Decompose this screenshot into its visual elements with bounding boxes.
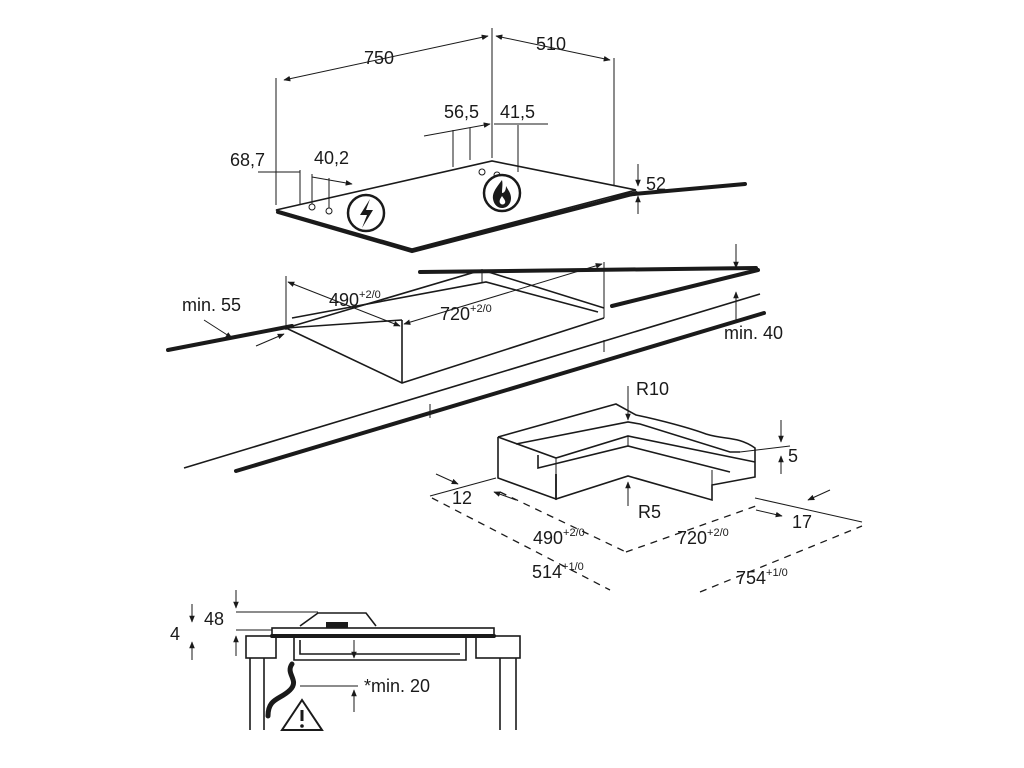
dim-step-depth: 5 xyxy=(788,446,798,466)
dim-inner-depth: 490+2/0 xyxy=(533,527,585,548)
electric-lightning-icon xyxy=(346,193,386,233)
dim-outer-depth: 514+1/0 xyxy=(532,561,584,582)
hob-top-view: 750 510 68,7 40,2 56,5 41,5 52 xyxy=(230,28,747,254)
gas-flame-icon xyxy=(482,173,522,213)
dim-inner-width: 720+2/0 xyxy=(677,527,729,548)
worktop-cutout-view: min. 55 490+2/0 720+2/0 min. 40 xyxy=(166,244,783,473)
dim-total-height: 48 xyxy=(204,609,224,629)
dim-min-side: min. 40 xyxy=(724,323,783,343)
dim-cutout-depth: 490+2/0 xyxy=(329,289,381,310)
dim-width-750: 750 xyxy=(364,48,394,68)
corner-rebate-detail: R10 R5 5 12 17 490+2/0 720+2/0 514+1/0 7… xyxy=(429,379,863,593)
dim-knob-offset-right: 56,5 xyxy=(444,102,479,122)
dim-min-front: min. 55 xyxy=(182,295,241,315)
knob-dot xyxy=(478,168,486,176)
radius-inner: R5 xyxy=(638,502,661,522)
dim-glass-thickness: 4 xyxy=(170,624,180,644)
dim-front-step: 12 xyxy=(452,488,472,508)
dim-knob-spacing-left: 40,2 xyxy=(314,148,349,168)
dim-knob-offset-left: 68,7 xyxy=(230,150,265,170)
dim-side-step: 17 xyxy=(792,512,812,532)
dim-min-clearance: *min. 20 xyxy=(364,676,430,696)
dim-cutout-width: 720+2/0 xyxy=(440,303,492,324)
warning-triangle-icon xyxy=(280,698,324,731)
dim-outer-width: 754+1/0 xyxy=(736,567,788,588)
dim-knob-spacing-right: 41,5 xyxy=(500,102,535,122)
hob-glass-front-edge xyxy=(276,191,638,254)
dim-height-52: 52 xyxy=(646,174,666,194)
radius-outer: R10 xyxy=(636,379,669,399)
cross-section-view: *min. 20 48 4 xyxy=(170,590,521,731)
dim-depth-510: 510 xyxy=(536,34,566,54)
